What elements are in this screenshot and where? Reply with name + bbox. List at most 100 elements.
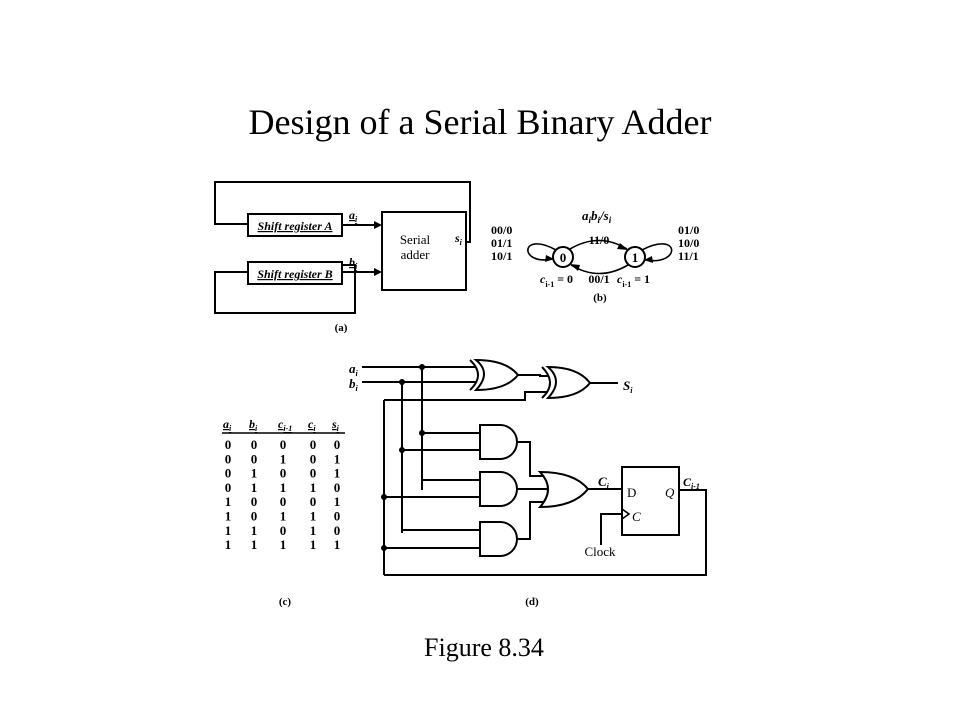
truth-table-cell: 1: [251, 523, 258, 538]
truth-table-cell: 0: [334, 523, 341, 538]
truth-table-cell: 0: [334, 480, 341, 495]
state-1-label: 1: [632, 250, 639, 265]
truth-table-cell: 0: [310, 494, 317, 509]
ff-clk-label: C: [632, 509, 641, 524]
truth-table-header: si: [331, 417, 340, 433]
serial-adder-label-2: adder: [401, 247, 431, 262]
arrow-a: [374, 221, 382, 229]
right-loop-label-1: 01/0: [678, 223, 699, 237]
truth-table-cell: 0: [334, 437, 341, 452]
truth-table-cell: 1: [251, 537, 258, 552]
panel-a-si-label: si: [454, 231, 463, 247]
state-header: aibi/si: [582, 208, 612, 225]
input-b-label: bi: [349, 376, 359, 393]
self-loop-1: [641, 243, 673, 262]
truth-table-row: 1 0 1 1 0: [225, 509, 341, 524]
truth-table-cell: 0: [251, 494, 258, 509]
truth-table-cell: 1: [310, 480, 317, 495]
truth-table-row: 1 1 1 1 1: [225, 537, 341, 552]
sum-output-label: Si: [623, 378, 633, 395]
panel-d-logic-circuit: ai bi Si: [349, 358, 707, 608]
truth-table-cell: 0: [280, 494, 287, 509]
truth-table-cell: 1: [280, 537, 287, 552]
truth-table-cell: 1: [225, 523, 232, 538]
panel-a-bi-label: bi: [349, 255, 358, 271]
truth-table-cell: 0: [251, 451, 258, 466]
truth-table-cell: 1: [225, 509, 232, 524]
panel-c-caption: (c): [279, 596, 292, 608]
truth-table-cell: 1: [334, 466, 341, 481]
truth-table-header: bi: [249, 417, 258, 433]
truth-table-header: ci-1: [278, 417, 292, 433]
truth-table-row: 0 0 1 0 1: [225, 451, 341, 466]
truth-table-cell: 1: [225, 494, 232, 509]
clock-label: Clock: [584, 544, 616, 559]
page-title: Design of a Serial Binary Adder: [248, 102, 712, 142]
truth-table-cell: 0: [280, 523, 287, 538]
truth-table-cell: 1: [225, 537, 232, 552]
truth-table-cell: 0: [225, 466, 232, 481]
serial-adder-box: [381, 211, 467, 291]
ff-d-label: D: [627, 485, 636, 500]
panel-a-block-diagram: Shift register A Shift register B Serial…: [214, 181, 471, 334]
carry-feedback-wire: [384, 489, 707, 576]
ff-q-label: Q: [665, 485, 675, 500]
clock-wire: [600, 513, 622, 545]
truth-table-cell: 0: [251, 437, 258, 452]
ci-label: Ci: [598, 474, 610, 491]
panel-b-state-diagram: aibi/si 0 1 00/0 01/1 10/1 01/0 10/0 11/…: [491, 208, 699, 304]
truth-table-cell: 1: [334, 537, 341, 552]
truth-table-cell: 0: [225, 451, 232, 466]
panel-b-caption: (b): [593, 292, 607, 304]
left-loop-label-1: 00/0: [491, 223, 512, 237]
clock-edge-icon: [621, 508, 631, 520]
truth-table-cell: 1: [251, 466, 258, 481]
truth-table-cell: 0: [280, 437, 287, 452]
self-loop-0: [527, 243, 557, 261]
truth-table-cell: 1: [280, 480, 287, 495]
truth-table-cell: 0: [225, 437, 232, 452]
and-gate-3: [479, 521, 518, 557]
truth-table-cell: 1: [280, 509, 287, 524]
truth-table-cell: 1: [280, 451, 287, 466]
and-gate-2: [479, 471, 518, 507]
shift-register-a-label: Shift register A: [258, 219, 333, 233]
d-flip-flop: [621, 466, 680, 536]
truth-table-row: 1 1 0 1 0: [225, 523, 341, 538]
left-loop-label-3: 10/1: [491, 249, 512, 263]
truth-table-cell: 0: [225, 480, 232, 495]
panel-a-ai-label: ai: [349, 208, 358, 224]
truth-table-cell: 1: [334, 494, 341, 509]
truth-table-cell: 1: [310, 523, 317, 538]
figure-caption: Figure 8.34: [424, 633, 544, 662]
truth-table-cell: 0: [310, 437, 317, 452]
truth-table-header: ai: [223, 417, 232, 433]
truth-table-cell: 0: [334, 509, 341, 524]
panel-a-caption: (a): [335, 322, 348, 334]
serial-adder-label-1: Serial: [400, 232, 431, 247]
truth-table-cell: 0: [251, 509, 258, 524]
truth-table-cell: 1: [334, 451, 341, 466]
left-loop-label-2: 01/1: [491, 236, 512, 250]
input-a-label: ai: [349, 361, 359, 378]
c-left-label: ci-1= 0: [540, 272, 573, 289]
shift-register-b-label: Shift register B: [257, 267, 332, 281]
right-loop-label-2: 10/0: [678, 236, 699, 250]
xor-gate-1: [473, 358, 520, 392]
truth-table-cell: 1: [310, 509, 317, 524]
and-gate-1: [479, 424, 518, 460]
truth-table-cell: 1: [310, 537, 317, 552]
state-1: [624, 246, 646, 268]
truth-table-cell: 0: [310, 451, 317, 466]
truth-table-header: ci: [308, 417, 316, 433]
panel-d-caption: (d): [525, 596, 539, 608]
xor-gate-2: [545, 365, 592, 400]
ci-1-label: Ci-1: [683, 475, 700, 491]
arrow-b: [374, 268, 382, 276]
state-0-label: 0: [560, 250, 567, 265]
transition-1-0-label: 00/1: [588, 272, 609, 286]
truth-table-cell: 0: [310, 466, 317, 481]
